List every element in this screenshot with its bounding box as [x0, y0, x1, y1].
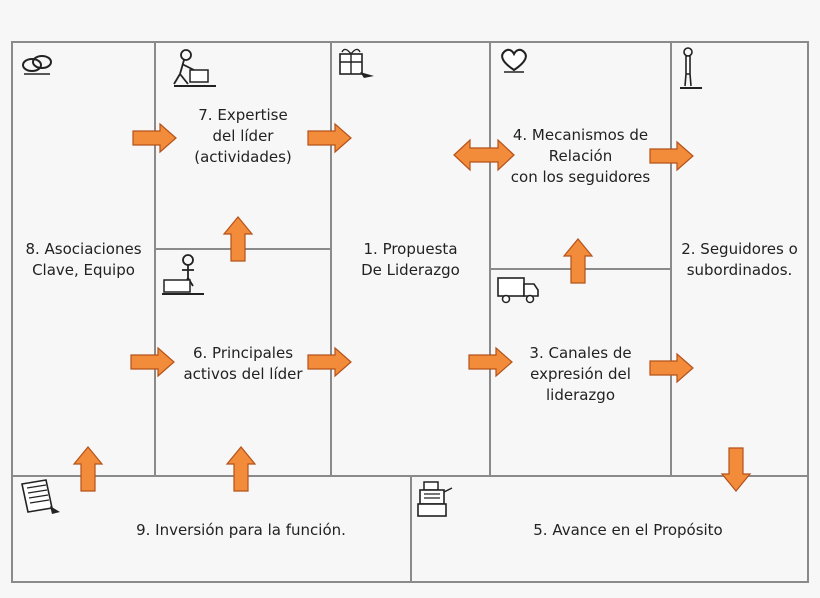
- activities-label-line: del líder: [212, 127, 274, 145]
- rings-icon: [22, 55, 52, 75]
- arrow-right-icon: [132, 122, 177, 154]
- arrow-right-icon: [468, 346, 513, 378]
- resources-label-line: 6. Principales: [192, 344, 294, 362]
- cost-label: 9. Inversión para la función.: [11, 520, 471, 541]
- channels-label-line: expresión del: [530, 365, 631, 383]
- activities-block: [154, 41, 332, 250]
- segments-label-line: 2. Seguidores o: [681, 240, 798, 258]
- arrow-right-icon: [130, 346, 175, 378]
- arrow-up-icon: [225, 446, 257, 492]
- cost-block: [11, 475, 412, 583]
- gift-icon: [339, 48, 374, 78]
- partners-label: 8. Asociaciones Clave, Equipo: [11, 239, 156, 281]
- value-proposition-label: 1. Propuesta De Liderazgo: [330, 239, 491, 281]
- arrow-right-icon: [649, 352, 694, 384]
- activities-label: 7. Expertise del líder (actividades): [154, 105, 332, 168]
- segments-block: [670, 41, 809, 477]
- segments-label-line: subordinados.: [686, 261, 793, 279]
- heart-icon: [501, 48, 527, 73]
- resources-label: 6. Principales activos del líder: [154, 343, 332, 385]
- relationships-label-line: con los seguidores: [510, 168, 651, 186]
- arrow-double-icon: [453, 138, 515, 172]
- person-icon: [680, 47, 702, 89]
- segments-label: 2. Seguidores o subordinados.: [670, 239, 809, 281]
- cost-label-line: 9. Inversión para la función.: [136, 521, 346, 539]
- value-proposition-label-line: De Liderazgo: [361, 261, 460, 279]
- relationships-label: 4. Mecanismos de Relación con los seguid…: [489, 125, 672, 188]
- truck-icon: [497, 277, 539, 304]
- relationships-label-line: 4. Mecanismos de: [512, 126, 649, 144]
- arrow-right-icon: [307, 122, 352, 154]
- cash-register-icon: [417, 481, 453, 517]
- activities-label-line: (actividades): [194, 148, 292, 166]
- revenue-label: 5. Avance en el Propósito: [430, 520, 820, 541]
- channels-label-line: 3. Canales de: [529, 344, 632, 362]
- partners-label-line: Clave, Equipo: [32, 261, 135, 279]
- arrow-right-icon: [307, 346, 352, 378]
- worker-icon: [173, 49, 216, 87]
- arrow-right-icon: [649, 140, 694, 172]
- revenue-label-line: 5. Avance en el Propósito: [533, 521, 723, 539]
- channels-label: 3. Canales de expresión del liderazgo: [489, 343, 672, 406]
- activities-label-line: 7. Expertise: [198, 106, 288, 124]
- arrow-up-icon: [72, 446, 104, 492]
- relationships-label-line: Relación: [548, 147, 613, 165]
- arrow-down-icon: [720, 447, 752, 492]
- arrow-up-icon: [222, 216, 254, 262]
- channels-label-line: liderazgo: [545, 386, 616, 404]
- arrow-up-icon: [562, 238, 594, 284]
- value-proposition-label-line: 1. Propuesta: [363, 240, 458, 258]
- forklift-worker-icon: [162, 254, 204, 295]
- resources-label-line: activos del líder: [183, 365, 303, 383]
- document-icon: [21, 479, 60, 514]
- revenue-block: [410, 475, 809, 583]
- partners-block: [11, 41, 156, 477]
- partners-label-line: 8. Asociaciones: [25, 240, 142, 258]
